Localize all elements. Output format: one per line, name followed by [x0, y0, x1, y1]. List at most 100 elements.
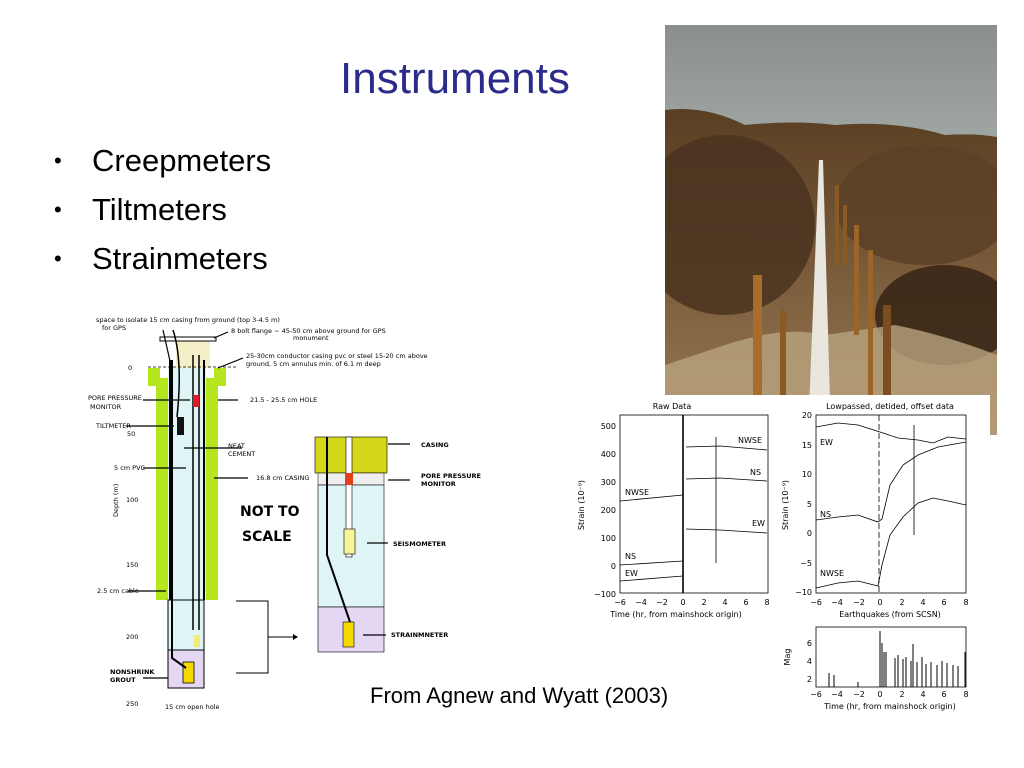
svg-text:0: 0: [128, 364, 132, 372]
svg-text:−4: −4: [831, 690, 843, 699]
svg-text:6: 6: [941, 690, 946, 699]
svg-text:−6: −6: [614, 598, 626, 607]
raw-data-chart: Raw Data 500 400 300 200 100 0 −100 −6 −4 −2 0 2…: [570, 395, 780, 625]
svg-text:0: 0: [611, 562, 616, 571]
svg-text:250: 250: [126, 700, 138, 708]
bullet-icon: •: [54, 196, 62, 222]
svg-text:NEAT: NEAT: [228, 442, 245, 450]
svg-text:8: 8: [963, 690, 968, 699]
svg-text:NS: NS: [750, 468, 761, 477]
svg-text:4: 4: [920, 598, 925, 607]
svg-text:−2: −2: [853, 690, 865, 699]
borehole-diagram: space to isolate 15 cm casing from groun…: [88, 300, 508, 720]
svg-text:0: 0: [807, 529, 812, 538]
svg-text:−10: −10: [795, 588, 812, 597]
svg-text:4: 4: [807, 657, 812, 666]
svg-text:PORE PRESSURE: PORE PRESSURE: [421, 472, 481, 480]
svg-text:100: 100: [601, 534, 616, 543]
svg-text:SEISMOMETER: SEISMOMETER: [393, 540, 446, 548]
bullet-icon: •: [54, 245, 62, 271]
svg-text:50: 50: [127, 430, 135, 438]
svg-text:8: 8: [963, 598, 968, 607]
svg-text:5 cm PVC: 5 cm PVC: [114, 464, 146, 472]
svg-text:15: 15: [802, 441, 812, 450]
svg-text:MONITOR: MONITOR: [90, 403, 122, 411]
svg-text:Strain (10⁻⁹): Strain (10⁻⁹): [577, 480, 586, 530]
svg-text:8 bolt flange ~ 45-50 cm above: 8 bolt flange ~ 45-50 cm above ground fo…: [231, 327, 386, 335]
bullet-item: •Creepmeters: [54, 136, 271, 185]
svg-text:300: 300: [601, 478, 616, 487]
svg-text:ground, 5 cm annulus min. of 6: ground, 5 cm annulus min. of 6.1 m deep: [246, 360, 381, 368]
bullet-list: •Creepmeters •Tiltmeters •Strainmeters: [54, 136, 271, 283]
svg-text:Raw Data: Raw Data: [653, 402, 692, 411]
svg-text:−2: −2: [656, 598, 668, 607]
svg-text:EW: EW: [820, 438, 833, 447]
bullet-item: •Tiltmeters: [54, 185, 271, 234]
svg-text:NS: NS: [625, 552, 636, 561]
svg-text:200: 200: [601, 506, 616, 515]
svg-text:150: 150: [126, 561, 138, 569]
svg-text:−2: −2: [853, 598, 865, 607]
svg-text:NWSE: NWSE: [738, 436, 762, 445]
svg-text:MONITOR: MONITOR: [421, 480, 456, 488]
svg-text:2: 2: [701, 598, 706, 607]
svg-text:4: 4: [722, 598, 727, 607]
svg-text:NOT TO: NOT TO: [240, 504, 300, 520]
svg-text:monument: monument: [293, 334, 329, 342]
svg-text:2: 2: [807, 675, 812, 684]
svg-text:Strain (10⁻⁹): Strain (10⁻⁹): [781, 480, 790, 530]
svg-text:2.5 cm cable: 2.5 cm cable: [97, 587, 139, 595]
svg-text:2: 2: [899, 598, 904, 607]
svg-text:500: 500: [601, 422, 616, 431]
bullet-icon: •: [54, 147, 62, 173]
svg-text:space to isolate 15 cm casing: space to isolate 15 cm casing from groun…: [96, 316, 280, 324]
svg-text:−4: −4: [831, 598, 843, 607]
svg-text:SCALE: SCALE: [242, 529, 292, 545]
svg-text:20: 20: [802, 411, 812, 420]
svg-text:−100: −100: [594, 590, 616, 599]
svg-text:0: 0: [877, 598, 882, 607]
svg-text:5: 5: [807, 500, 812, 509]
svg-text:Mag: Mag: [783, 649, 792, 666]
svg-text:Time (hr, from mainshock origi: Time (hr, from mainshock origin): [609, 610, 741, 619]
bullet-item: •Strainmeters: [54, 234, 271, 283]
svg-text:16.8 cm CASING: 16.8 cm CASING: [256, 474, 309, 482]
svg-text:100: 100: [126, 496, 138, 504]
svg-text:NS: NS: [820, 510, 831, 519]
svg-text:NONSHRINK: NONSHRINK: [110, 668, 155, 676]
svg-text:6: 6: [941, 598, 946, 607]
svg-text:6: 6: [743, 598, 748, 607]
svg-text:25-30cm conductor casing pvc: 25-30cm conductor casing pvc or steel 15…: [246, 352, 428, 360]
svg-text:CEMENT: CEMENT: [228, 450, 255, 458]
svg-text:0: 0: [877, 690, 882, 699]
svg-text:EW: EW: [752, 519, 765, 528]
svg-text:6: 6: [807, 639, 812, 648]
svg-text:−4: −4: [635, 598, 647, 607]
svg-text:−5: −5: [800, 559, 812, 568]
svg-text:GROUT: GROUT: [110, 676, 136, 684]
svg-text:PORE PRESSURE: PORE PRESSURE: [88, 394, 142, 402]
svg-text:STRAINMNETER: STRAINMNETER: [391, 631, 448, 639]
svg-text:8: 8: [764, 598, 769, 607]
svg-text:CASING: CASING: [421, 441, 449, 449]
svg-text:NWSE: NWSE: [625, 488, 649, 497]
svg-text:10: 10: [802, 470, 812, 479]
svg-text:2: 2: [899, 690, 904, 699]
svg-text:−6: −6: [810, 598, 822, 607]
svg-text:0: 0: [680, 598, 685, 607]
svg-text:EW: EW: [625, 569, 638, 578]
svg-text:21.5 - 25.5 cm HOLE: 21.5 - 25.5 cm HOLE: [250, 396, 317, 404]
svg-text:4: 4: [920, 690, 925, 699]
svg-text:TILTMETER: TILTMETER: [95, 422, 131, 430]
svg-text:−6: −6: [810, 690, 822, 699]
svg-text:200: 200: [126, 633, 138, 641]
svg-text:Lowpassed, detided, offset dat: Lowpassed, detided, offset data: [826, 402, 954, 411]
svg-text:400: 400: [601, 450, 616, 459]
svg-text:15 cm open hole: 15 cm open hole: [165, 703, 220, 711]
slide-title: Instruments: [340, 54, 570, 103]
svg-text:Depth (m): Depth (m): [112, 484, 120, 517]
creepmeter-photo: [665, 25, 997, 435]
svg-text:Earthquakes (from SCSN): Earthquakes (from SCSN): [839, 610, 941, 619]
